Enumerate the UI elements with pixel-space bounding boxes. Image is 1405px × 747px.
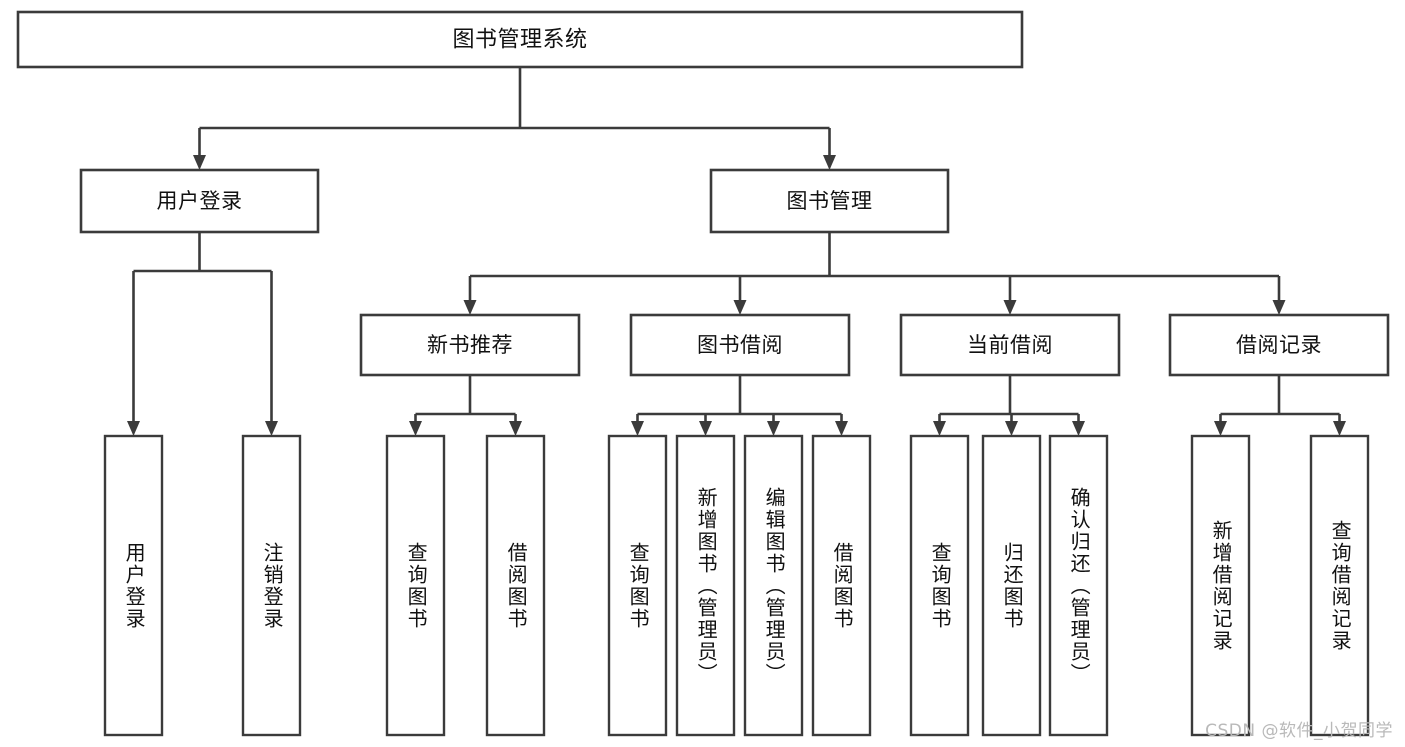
- node-box-leaf-query-borrow-record[interactable]: [1309, 434, 1370, 737]
- node-label-book-borrow: 图书借阅: [697, 333, 783, 357]
- node-box-leaf-query-book-recommend[interactable]: [385, 434, 446, 737]
- arrow-head: [631, 421, 644, 436]
- arrow-head: [1214, 421, 1227, 436]
- node-box-leaf-return-book[interactable]: [981, 434, 1042, 737]
- node-box-leaf-edit-book-admin[interactable]: [743, 434, 804, 737]
- node-box-book-borrow[interactable]: [629, 313, 851, 377]
- node-label-borrow-record: 借阅记录: [1236, 333, 1322, 357]
- node-box-leaf-query-book-borrow[interactable]: [607, 434, 668, 737]
- arrow-head: [193, 155, 206, 170]
- arrow-head: [463, 300, 477, 315]
- node-box-root[interactable]: [16, 10, 1024, 69]
- node-label-new-book-recommend: 新书推荐: [427, 333, 513, 357]
- node-box-leaf-add-book-admin[interactable]: [675, 434, 736, 737]
- arrow-head: [1003, 300, 1017, 315]
- arrow-head: [767, 421, 780, 436]
- node-box-current-borrow[interactable]: [899, 313, 1121, 377]
- node-label-root: 图书管理系统: [452, 28, 587, 53]
- arrow-head: [699, 421, 712, 436]
- node-box-user-login[interactable]: [79, 168, 320, 234]
- node-label-book-manage: 图书管理: [787, 189, 873, 213]
- node-box-leaf-query-book-current[interactable]: [909, 434, 970, 737]
- node-box-leaf-user-login[interactable]: [103, 434, 164, 737]
- arrow-head: [835, 421, 848, 436]
- arrow-head: [823, 155, 836, 170]
- node-label-current-borrow: 当前借阅: [967, 333, 1053, 357]
- node-label-user-login: 用户登录: [157, 189, 243, 213]
- arrow-head: [1272, 300, 1286, 315]
- node-box-borrow-record[interactable]: [1168, 313, 1390, 377]
- arrow-head: [933, 421, 946, 436]
- arrow-head: [127, 421, 140, 436]
- arrow-head: [409, 421, 422, 436]
- node-box-leaf-confirm-return-admin[interactable]: [1048, 434, 1109, 737]
- node-box-leaf-borrow-book-recommend[interactable]: [485, 434, 546, 737]
- arrow-head: [1005, 421, 1018, 436]
- arrow-head: [509, 421, 522, 436]
- arrow-head: [733, 300, 747, 315]
- node-box-book-manage[interactable]: [709, 168, 950, 234]
- csdn-watermark: CSDN @软件_小贺同学: [1205, 721, 1393, 741]
- node-box-leaf-borrow-book[interactable]: [811, 434, 872, 737]
- node-box-leaf-logout-login[interactable]: [241, 434, 302, 737]
- node-box-leaf-add-borrow-record[interactable]: [1190, 434, 1251, 737]
- boxes-layer: [16, 10, 1390, 737]
- arrow-head: [265, 421, 278, 436]
- arrow-head: [1333, 421, 1346, 436]
- connectors-layer: [127, 67, 1346, 436]
- node-box-new-book-recommend[interactable]: [359, 313, 581, 377]
- arrow-head: [1072, 421, 1085, 436]
